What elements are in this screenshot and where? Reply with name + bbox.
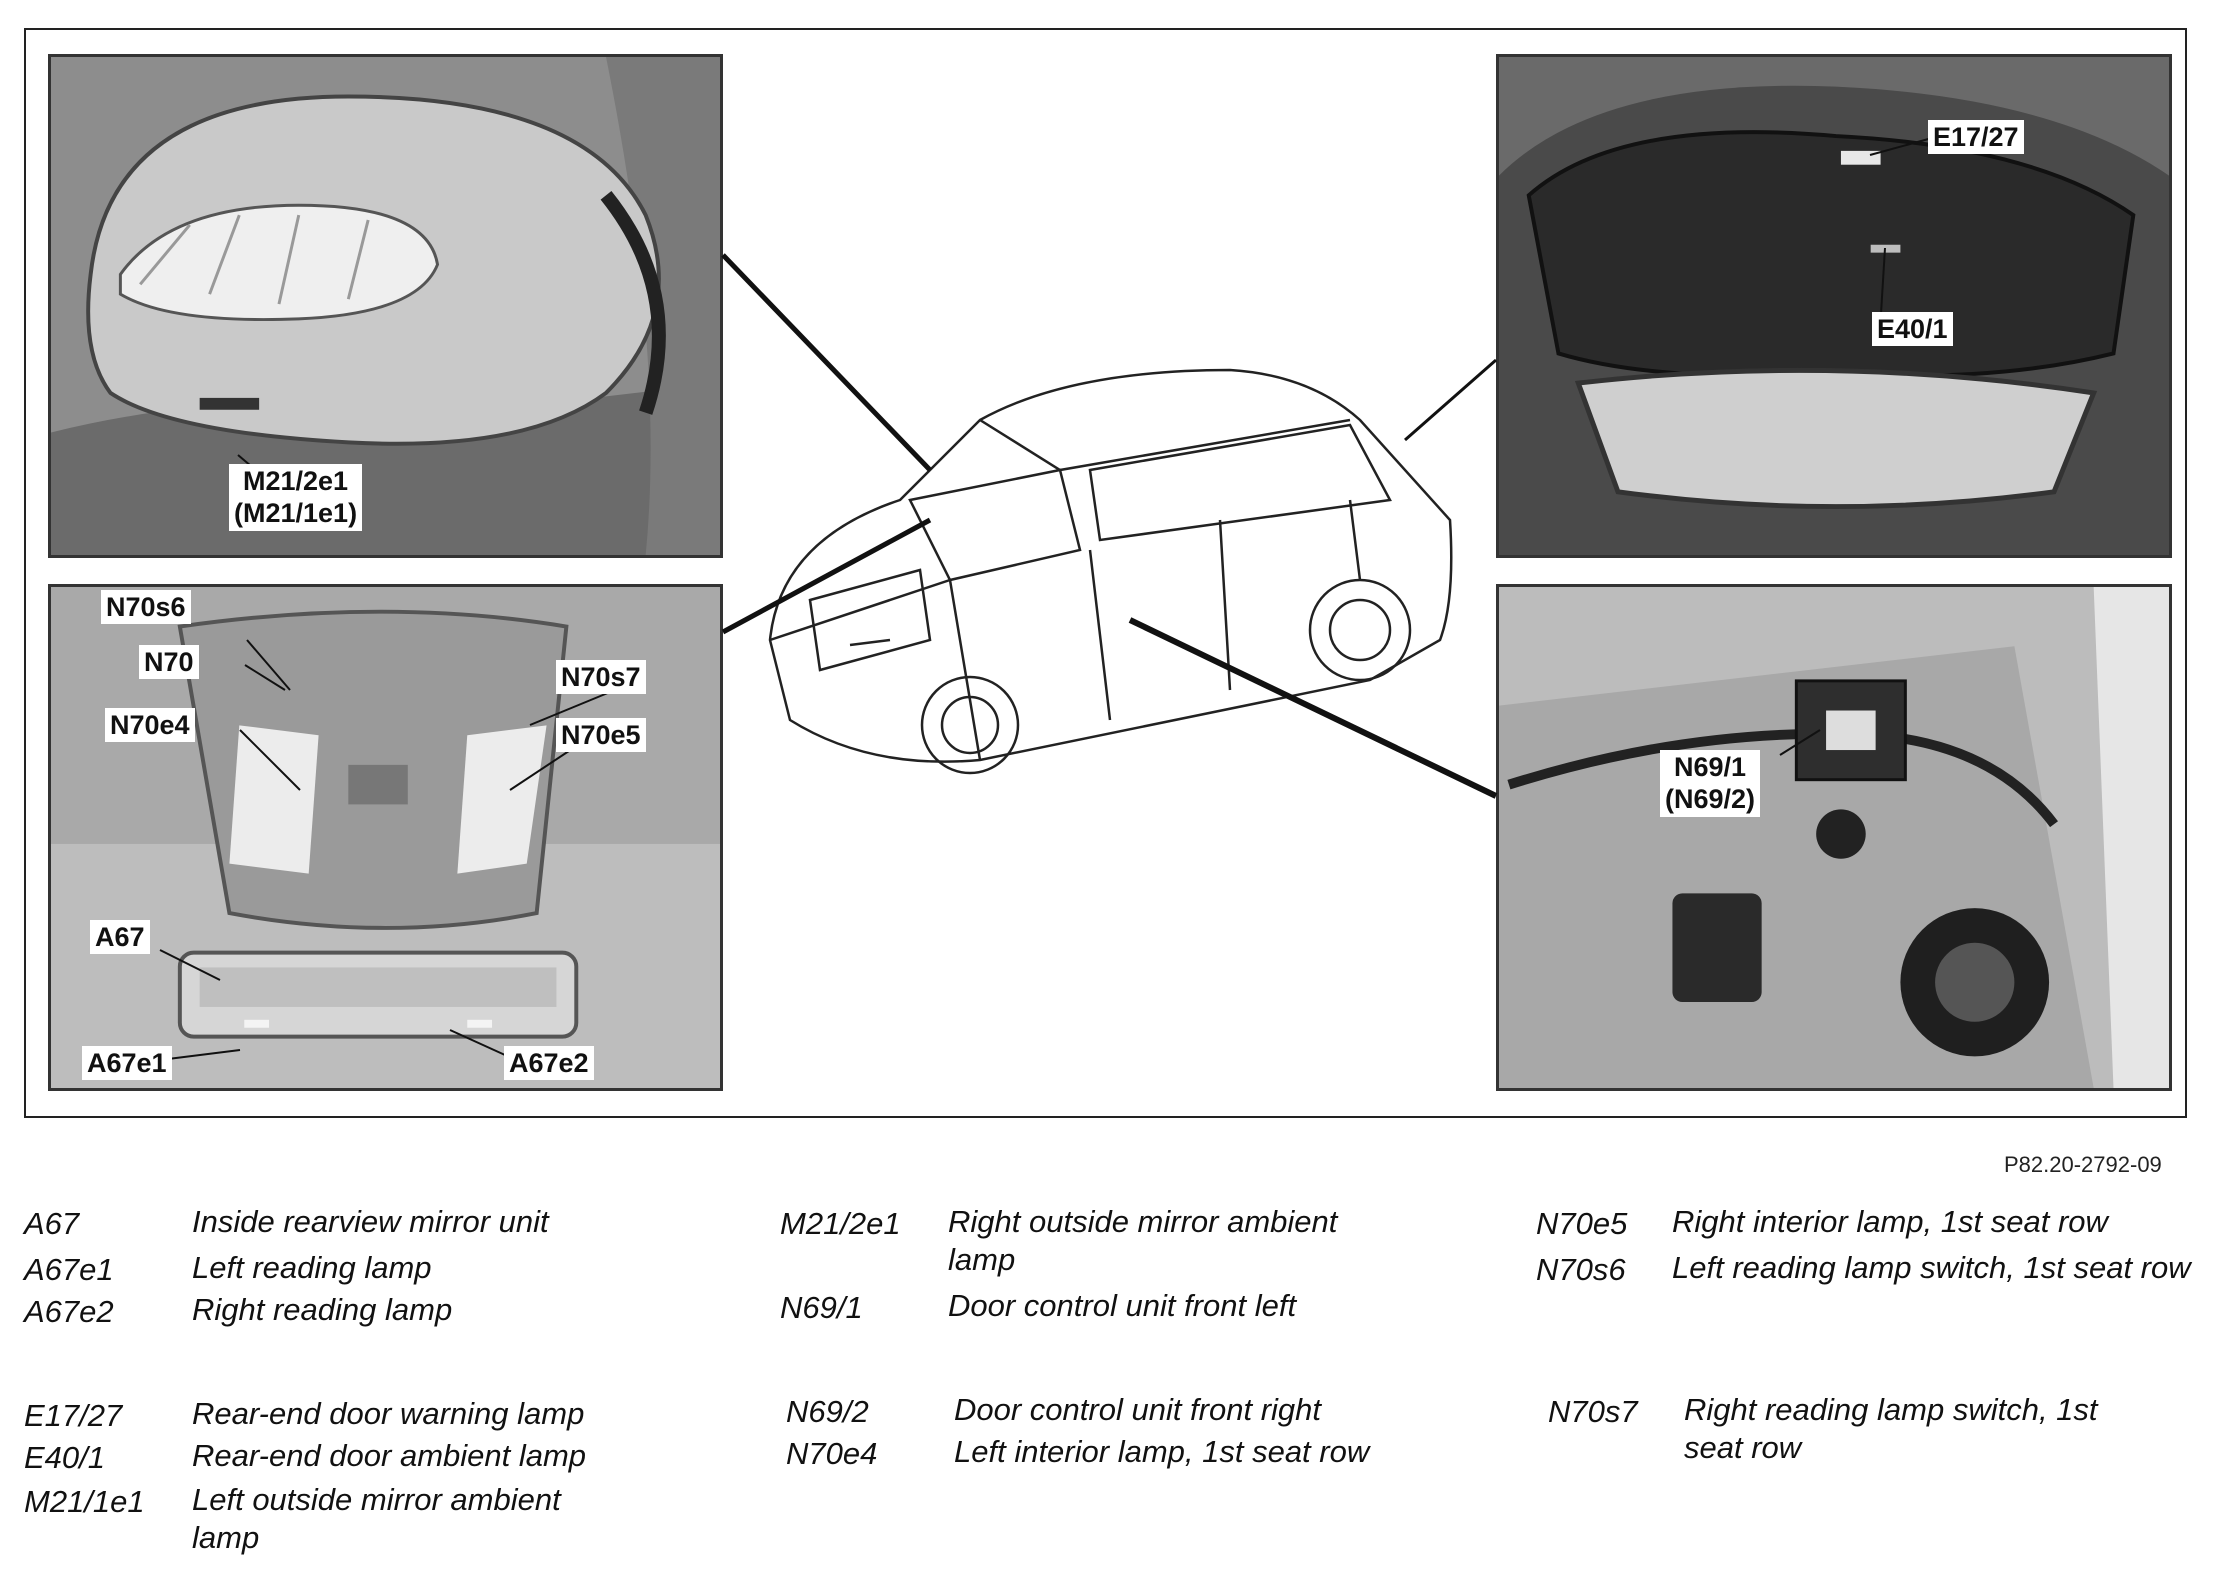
legend-code: N70e5: [1536, 1206, 1628, 1241]
legend-code: N70s6: [1536, 1252, 1626, 1287]
callout-door: N69/1 (N69/2): [1660, 750, 1761, 817]
legend-code: E17/27: [24, 1398, 123, 1433]
legend-desc: Right reading lamp switch, 1st seat row: [1684, 1392, 2098, 1465]
callout-n70: N70: [139, 645, 199, 680]
legend-desc: Inside rearview mirror unit: [192, 1204, 549, 1239]
legend-code: M21/1e1: [24, 1484, 145, 1519]
callout-a67e2: A67e2: [504, 1046, 594, 1081]
callout-n70e5: N70e5: [556, 718, 646, 753]
legend-desc: Left interior lamp, 1st seat row: [954, 1434, 1370, 1469]
legend-code: N69/2: [786, 1394, 869, 1429]
legend-code: A67e2: [24, 1294, 114, 1329]
legend-desc: Left outside mirror ambient lamp: [192, 1482, 561, 1555]
legend-code: N69/1: [780, 1290, 863, 1325]
tailgate-photo: [1499, 57, 2169, 555]
figure-code: P82.20-2792-09: [2004, 1152, 2162, 1177]
legend-desc: Left reading lamp: [192, 1250, 432, 1285]
callout-mirror: M21/2e1 (M21/1e1): [229, 464, 363, 531]
legend-desc: Right interior lamp, 1st seat row: [1672, 1204, 2108, 1239]
callout-e40-1: E40/1: [1872, 312, 1953, 347]
legend-code: A67: [24, 1206, 80, 1241]
legend-code: E40/1: [24, 1440, 106, 1475]
legend-desc: Left reading lamp switch, 1st seat row: [1672, 1250, 2191, 1285]
callout-e17-27: E17/27: [1928, 120, 2024, 155]
legend-desc: Door control unit front left: [948, 1288, 1297, 1323]
legend-code: N70e4: [786, 1436, 878, 1471]
legend-desc: Door control unit front right: [954, 1392, 1322, 1427]
callout-a67e1: A67e1: [82, 1046, 172, 1081]
door-photo-panel: [1496, 584, 2172, 1091]
legend-code: A67e1: [24, 1252, 114, 1287]
mirror-photo: [51, 57, 720, 555]
door-photo: [1499, 587, 2169, 1088]
mirror-photo-panel: [48, 54, 723, 558]
legend-code: M21/2e1: [780, 1206, 901, 1241]
legend-desc: Rear-end door warning lamp: [192, 1396, 585, 1431]
callout-n69-2: (N69/2): [1665, 784, 1756, 815]
tailgate-photo-panel: [1496, 54, 2172, 558]
legend-desc: Rear-end door ambient lamp: [192, 1438, 587, 1473]
legend-code: N70s7: [1548, 1394, 1638, 1429]
callout-m21-2e1: M21/2e1: [242, 466, 349, 496]
legend-desc: Right outside mirror ambient lamp: [948, 1204, 1338, 1277]
callout-n69-1: N69/1: [1673, 752, 1747, 782]
callout-a67: A67: [90, 920, 150, 955]
legend-desc: Right reading lamp: [192, 1292, 453, 1327]
callout-n70s6: N70s6: [101, 590, 191, 625]
callout-n70e4: N70e4: [105, 708, 195, 743]
callout-m21-1e1: (M21/1e1): [234, 498, 358, 529]
callout-n70s7: N70s7: [556, 660, 646, 695]
